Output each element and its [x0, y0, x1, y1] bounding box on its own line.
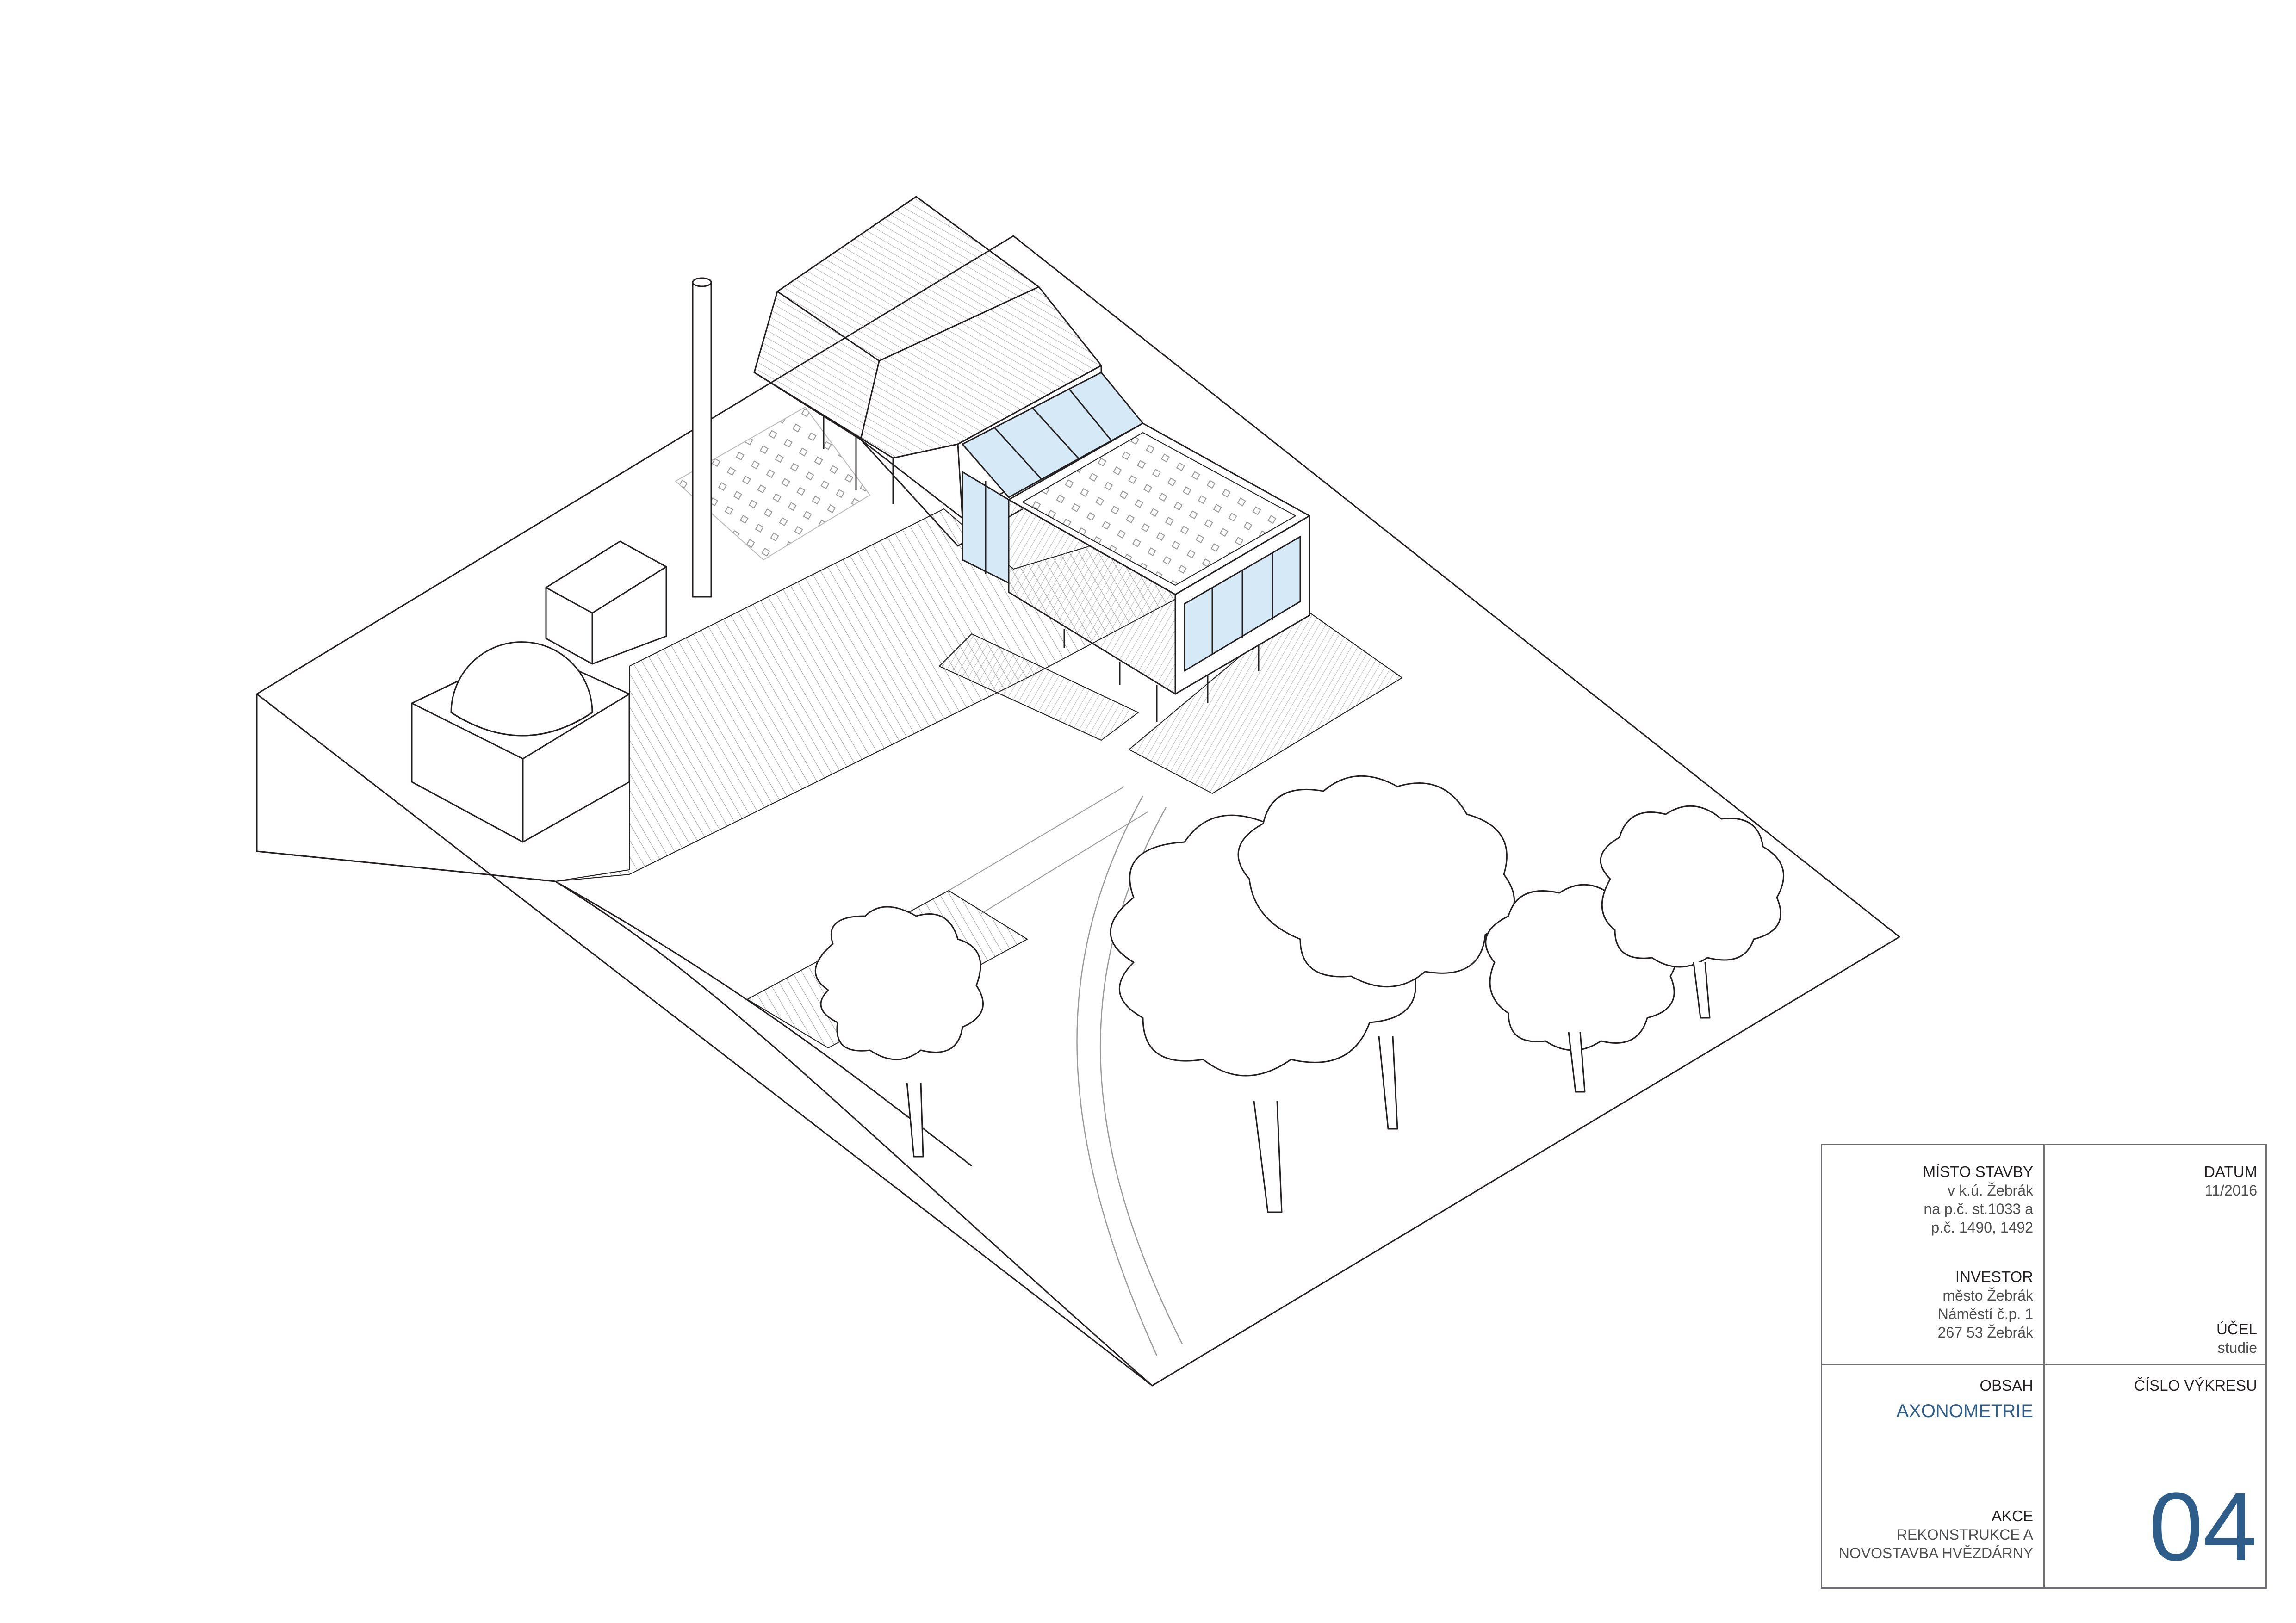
divider-horizontal	[1822, 1364, 2265, 1365]
investor-line: Náměstí č.p. 1	[1937, 1306, 2033, 1322]
drawing-number-value: 04	[2149, 1472, 2257, 1581]
investor-line: město Žebrák	[1942, 1287, 2033, 1304]
divider-vertical	[2043, 1145, 2045, 1587]
tree	[1237, 775, 1515, 1130]
title-block: MÍSTO STAVBY v k.ú. Žebrák na p.č. st.10…	[1821, 1144, 2267, 1589]
tree	[815, 906, 984, 1158]
investor-label: INVESTOR	[1955, 1268, 2033, 1285]
drawing-number-section: ČÍSLO VÝKRESU	[2054, 1376, 2257, 1395]
date-label: DATUM	[2204, 1163, 2257, 1180]
content-section: OBSAH AXONOMETRIE	[1830, 1376, 2033, 1427]
action-line: REKONSTRUKCE A	[1896, 1526, 2033, 1543]
purpose-section: ÚČEL studie	[2054, 1320, 2257, 1357]
observatory-dome	[411, 641, 630, 843]
purpose-label: ÚČEL	[2216, 1320, 2257, 1338]
site-section: MÍSTO STAVBY v k.ú. Žebrák na p.č. st.10…	[1830, 1163, 2033, 1237]
investor-section: INVESTOR město Žebrák Náměstí č.p. 1 267…	[1830, 1268, 2033, 1342]
action-label: AKCE	[1992, 1507, 2033, 1524]
purpose-value: studie	[2217, 1339, 2257, 1356]
date-section: DATUM 11/2016	[2054, 1163, 2257, 1200]
terrain-block	[256, 235, 1900, 1387]
mast	[692, 277, 712, 598]
site-line: na p.č. st.1033 a	[1924, 1201, 2033, 1217]
date-value: 11/2016	[2204, 1182, 2257, 1199]
investor-line: 267 53 Žebrák	[1937, 1324, 2033, 1341]
small-box	[545, 540, 667, 665]
tree	[1600, 805, 1784, 1019]
content-label: OBSAH	[1980, 1377, 2033, 1394]
site-line: v k.ú. Žebrák	[1948, 1182, 2033, 1199]
flat-roof-volume	[1008, 422, 1310, 722]
site-line: p.č. 1490, 1492	[1931, 1219, 2033, 1236]
action-section: AKCE REKONSTRUKCE A NOVOSTAVBA HVĚZDÁRNY	[1830, 1507, 2033, 1562]
content-value: AXONOMETRIE	[1896, 1401, 2033, 1421]
drawing-number-label: ČÍSLO VÝKRESU	[2134, 1377, 2257, 1394]
action-line: NOVOSTAVBA HVĚZDÁRNY	[1838, 1545, 2033, 1561]
site-label: MÍSTO STAVBY	[1923, 1163, 2033, 1180]
